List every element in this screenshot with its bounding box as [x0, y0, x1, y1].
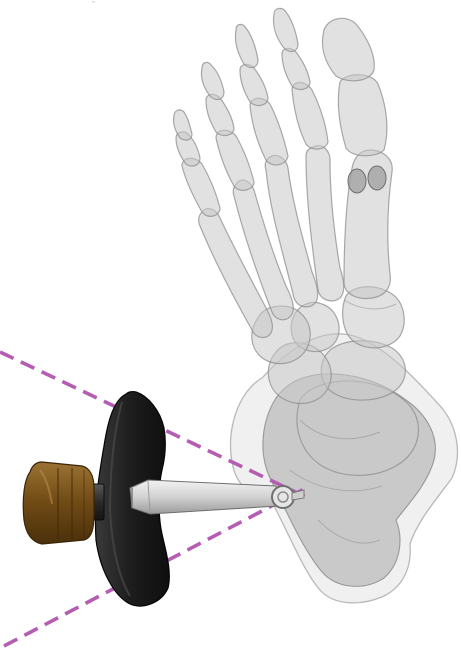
toe-2-distal [273, 8, 298, 51]
toe-4-proximal [216, 130, 254, 190]
sesamoid-lateral [348, 169, 366, 193]
toe-5-proximal [182, 158, 220, 216]
hallux-proximal-phalanx [338, 75, 386, 156]
toe-2-proximal [292, 83, 328, 150]
toe-3-distal [235, 24, 258, 67]
shaft-tip-ring [272, 486, 294, 508]
hallux-distal-phalanx [323, 18, 375, 80]
sesamoid-medial [368, 166, 386, 190]
navicular [321, 341, 405, 400]
foot-skeleton [173, 8, 457, 603]
toe-2-middle [282, 48, 310, 89]
toe-4-distal [201, 62, 224, 99]
toe-3-middle [240, 64, 268, 105]
toe-4-middle [206, 94, 234, 135]
toe-3-proximal [250, 98, 288, 165]
instrument-shaft [130, 480, 278, 514]
